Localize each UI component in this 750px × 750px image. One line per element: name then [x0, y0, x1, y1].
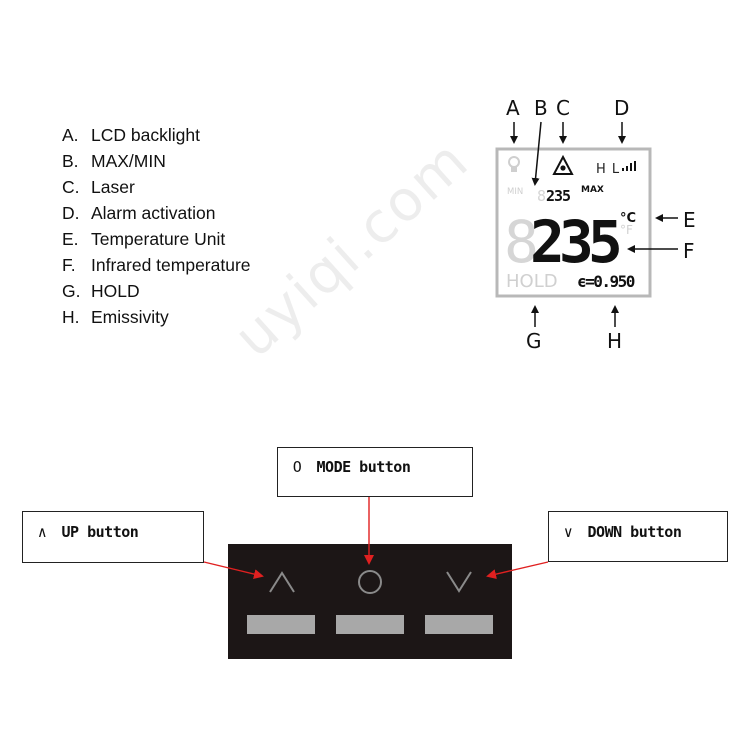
mode-circle-icon	[358, 570, 382, 594]
legend-item-hold: G.HOLD	[62, 281, 140, 301]
down-symbol: ∨	[563, 523, 573, 541]
up-arrow-icon	[269, 571, 295, 593]
callout-letter-f: F	[683, 239, 695, 263]
mode-button-label: MODE button	[316, 458, 411, 476]
up-key[interactable]	[247, 615, 315, 634]
down-button-label: DOWN button	[587, 523, 682, 541]
mode-button-callout: O MODE button	[277, 447, 473, 497]
callout-letter-a: A	[506, 96, 520, 120]
hl-indicator: H L	[596, 162, 620, 177]
callout-letter-g: G	[526, 329, 542, 353]
callout-letter-d: D	[614, 96, 629, 120]
laser-icon	[552, 154, 574, 175]
callout-letter-c: C	[556, 96, 570, 120]
legend-item-backlight: A.LCD backlight	[62, 125, 200, 145]
celsius-indicator: °C	[620, 211, 636, 226]
mode-symbol: O	[292, 458, 302, 476]
up-symbol: ∧	[37, 523, 47, 541]
mode-key[interactable]	[336, 615, 404, 634]
legend-item-ir-temp: F.Infrared temperature	[62, 255, 251, 275]
legend-item-emissivity: H.Emissivity	[62, 307, 169, 327]
small-dim-digit: 8	[537, 187, 546, 205]
main-reading: 235	[530, 208, 619, 276]
backlight-icon	[508, 156, 520, 172]
legend-item-unit: E.Temperature Unit	[62, 229, 226, 249]
button-panel	[228, 544, 512, 659]
down-button-callout: ∨ DOWN button	[548, 511, 728, 562]
lcd-frame	[495, 147, 652, 298]
legend-item-alarm: D.Alarm activation	[62, 203, 216, 223]
down-leader-arrow	[486, 561, 549, 580]
down-arrow-icon	[446, 571, 472, 593]
fahrenheit-indicator: °F	[620, 223, 633, 237]
emissivity-readout: ϵ=0.950	[577, 272, 635, 291]
main-dim-digit: 8	[504, 208, 539, 276]
legend-item-laser: C.Laser	[62, 177, 135, 197]
callout-letter-h: H	[607, 329, 622, 353]
max-indicator: MAX	[581, 185, 604, 195]
hold-indicator: HOLD	[506, 271, 558, 292]
arrow-b	[531, 121, 542, 186]
up-button-callout: ∧ UP button	[22, 511, 204, 563]
up-button-label: UP button	[61, 523, 139, 541]
min-indicator: MIN	[507, 187, 523, 197]
legend-list: A.LCD backlight B.MAX/MIN C.Laser D.Alar…	[62, 122, 251, 330]
small-reading: 235	[546, 187, 571, 205]
callout-letter-b: B	[534, 96, 548, 120]
legend-item-maxmin: B.MAX/MIN	[62, 151, 166, 171]
down-key[interactable]	[425, 615, 493, 634]
alarm-signal-icon	[622, 161, 636, 171]
up-leader-arrow	[203, 561, 264, 579]
callout-letter-e: E	[683, 208, 696, 232]
